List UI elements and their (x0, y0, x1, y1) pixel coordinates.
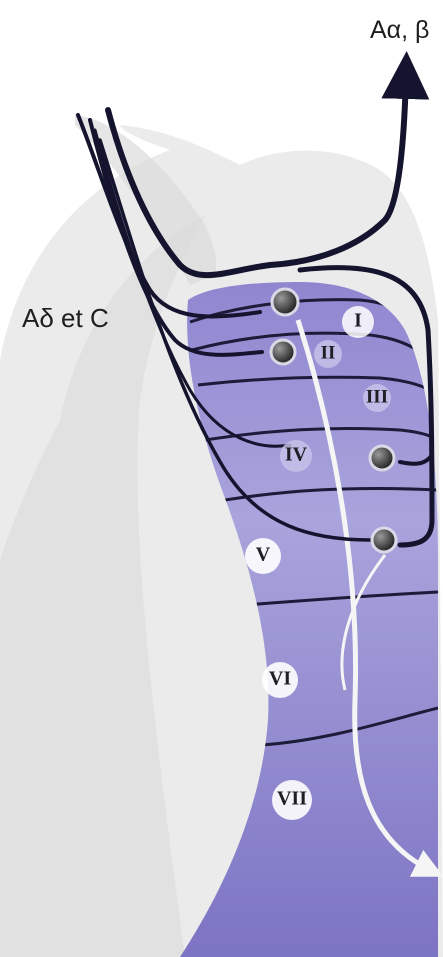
lamina-label-I: I (354, 310, 362, 332)
lamina-label-IV: IV (285, 444, 308, 466)
fiber-label-abeta: Aα, β (370, 16, 429, 44)
neuron-lamina-I (272, 289, 298, 315)
lamina-label-V: V (256, 544, 271, 566)
fiber-label-adelta-c: Aδ et C (22, 303, 109, 333)
lamina-label-III: III (366, 386, 388, 407)
neuron-lamina-II (271, 340, 295, 364)
lamina-label-VI: VI (269, 668, 291, 690)
neuron-lamina-IV (370, 446, 394, 470)
lamina-label-II: II (321, 342, 336, 363)
neuron-lamina-V (372, 528, 396, 552)
lamina-label-VII: VII (277, 788, 307, 810)
